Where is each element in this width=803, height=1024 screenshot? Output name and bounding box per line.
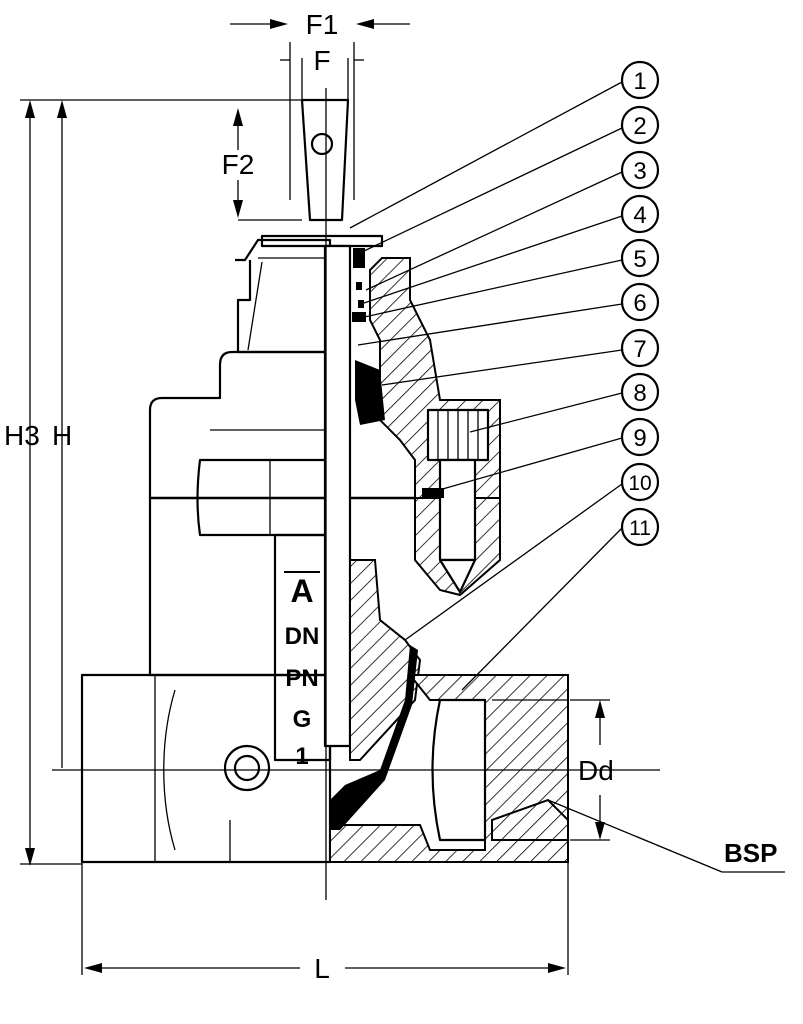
logo-mark: A bbox=[290, 573, 313, 609]
callout-label-6: 6 bbox=[633, 290, 646, 317]
marking-dn: DN bbox=[285, 623, 320, 650]
dim-label-l: L bbox=[314, 953, 330, 984]
callout-circle-4 bbox=[620, 194, 660, 234]
dim-label-dd: Dd bbox=[578, 755, 614, 786]
callout-circle-8 bbox=[620, 372, 660, 412]
marking-g: G bbox=[293, 706, 312, 733]
callout-label-8: 8 bbox=[633, 380, 646, 407]
callout-circle-5 bbox=[620, 238, 660, 278]
callout-label-4: 4 bbox=[633, 202, 646, 229]
body-markings: A DN PN G 1 bbox=[284, 571, 320, 770]
callout-label-7: 7 bbox=[633, 336, 646, 363]
valve-body-exterior bbox=[80, 238, 332, 864]
callout-leaders bbox=[349, 81, 623, 691]
callout-label-10: 10 bbox=[628, 472, 651, 495]
callout-circle-7 bbox=[620, 328, 660, 368]
callout-circle-11 bbox=[620, 507, 660, 547]
callout-circle-6 bbox=[620, 282, 660, 322]
callout-circle-10 bbox=[620, 462, 660, 502]
dim-label-h: H bbox=[52, 420, 72, 451]
dim-label-f1: F1 bbox=[306, 9, 339, 40]
marking-pn: PN bbox=[285, 665, 318, 692]
dim-label-h3: H3 bbox=[4, 420, 40, 451]
callout-label-9: 9 bbox=[633, 425, 646, 452]
spindle bbox=[260, 98, 384, 748]
callout-circle-2 bbox=[620, 105, 660, 145]
callout-circle-3 bbox=[620, 150, 660, 190]
callout-label-1: 1 bbox=[633, 68, 646, 95]
dim-label-bsp: BSP bbox=[724, 838, 777, 868]
dim-label-f: F bbox=[313, 45, 330, 76]
callout-circle-1 bbox=[620, 60, 660, 100]
callout-bubbles: 1 2 3 4 5 6 7 8 9 10 11 bbox=[620, 60, 660, 547]
marking-1: 1 bbox=[295, 743, 308, 770]
dimension-lines bbox=[20, 19, 785, 975]
callout-label-11: 11 bbox=[629, 517, 651, 540]
callout-label-3: 3 bbox=[633, 158, 646, 185]
callout-label-2: 2 bbox=[633, 113, 646, 140]
valve-section-right bbox=[329, 257, 569, 863]
callout-circle-9 bbox=[620, 417, 660, 457]
dim-label-f2: F2 bbox=[222, 149, 255, 180]
seals bbox=[330, 248, 444, 830]
callout-label-5: 5 bbox=[633, 246, 646, 273]
dimension-labels: F1 F F2 H3 H Dd L BSP bbox=[4, 9, 777, 984]
